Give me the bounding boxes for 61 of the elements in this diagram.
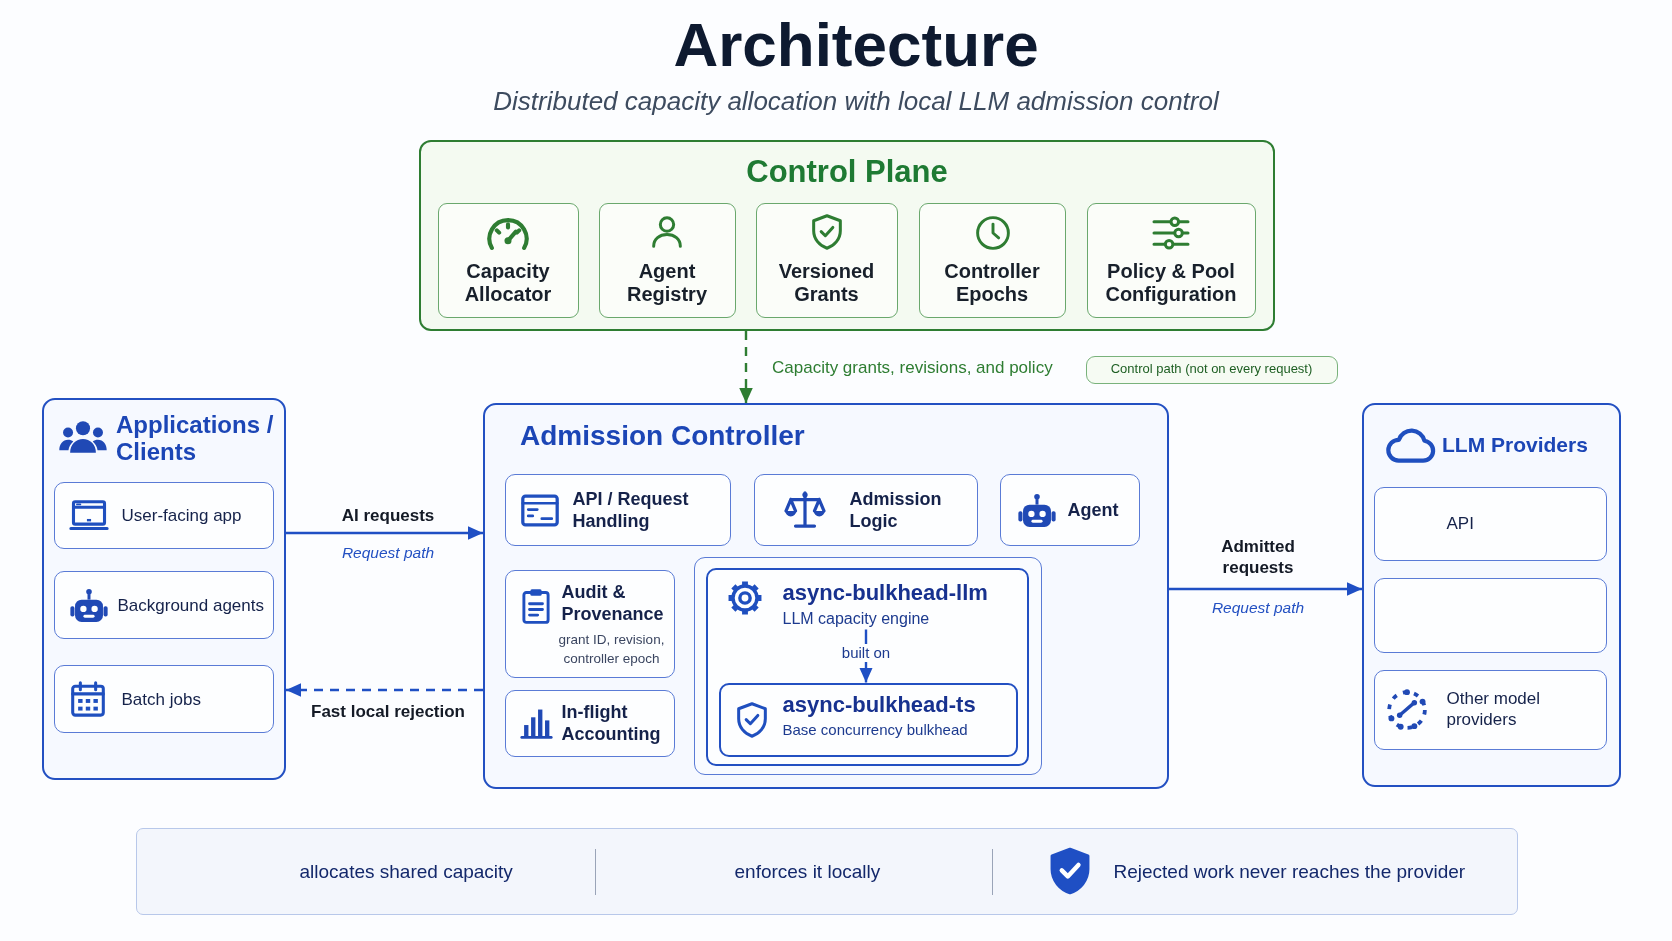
component-label: Controller Epochs [943, 259, 1041, 306]
component-card [54, 665, 274, 733]
summary-band [136, 828, 1518, 915]
component-card [505, 570, 675, 678]
summary-text: Rejected work never reaches the provider [1113, 859, 1466, 883]
note-pill [1086, 356, 1338, 384]
component-label: Background agents [117, 594, 264, 616]
component-card [919, 203, 1066, 318]
dashed-arrow [286, 683, 483, 697]
path-label: Request path [1211, 598, 1305, 617]
module-name: async-bulkhead-ts [782, 691, 976, 718]
module-description: LLM capacity engine [782, 608, 930, 629]
component-label: Other model providers [1446, 687, 1542, 730]
module-name: async-bulkhead-llm [782, 579, 988, 606]
panel-title: LLM Providers [1442, 432, 1588, 458]
component-card [1087, 203, 1256, 318]
component-label: Admission Logic [849, 487, 943, 532]
component-label: Versioned Grants [777, 259, 876, 306]
panel [42, 398, 286, 780]
component-card [54, 482, 274, 549]
title: Architecture [673, 10, 1039, 80]
component-card [54, 571, 274, 639]
path-label: Request path [341, 543, 435, 562]
component-card [1374, 578, 1607, 653]
component-label: User-facing app [121, 504, 242, 526]
dashed-arrow [739, 331, 753, 403]
component-label: Batch jobs [121, 688, 201, 710]
detail-text: grant ID, revision, controller epoch [557, 630, 666, 668]
component-card [599, 203, 736, 318]
summary-text: enforces it locally [734, 859, 881, 883]
panel [483, 403, 1169, 789]
component-label: Agent [1067, 498, 1119, 521]
panel-title: Control Plane [746, 154, 948, 190]
component-card [438, 203, 579, 318]
component-label: API [1446, 512, 1474, 534]
component-card [754, 474, 978, 546]
summary-text: allocates shared capacity [299, 859, 513, 883]
component-label: In-flight Accounting [561, 700, 662, 745]
component-label: API / Request Handling [572, 487, 690, 532]
component-card [505, 474, 731, 546]
component-label: Audit & Provenance [561, 580, 665, 625]
panel [1362, 403, 1621, 787]
component-card [1374, 670, 1607, 750]
group-frame [694, 557, 1042, 775]
arrow [1169, 582, 1362, 596]
subtitle: Distributed capacity allocation with local LLM admission control [493, 86, 1219, 116]
panel-title: Applications / Clients [116, 411, 275, 465]
component-card [756, 203, 898, 318]
panel [419, 140, 1275, 331]
component-card [1374, 487, 1607, 561]
module-card [718, 682, 1018, 757]
arrow [286, 526, 483, 540]
panel-title: Admission Controller [520, 420, 805, 452]
component-label: Capacity Allocator [463, 259, 553, 306]
module-card [705, 567, 1029, 766]
module-description: Base concurrency bulkhead [782, 719, 968, 739]
component-card [1000, 474, 1140, 546]
component-card [505, 690, 675, 757]
component-label: Policy & Pool Configuration [1104, 259, 1238, 306]
component-label: Agent Registry [626, 259, 708, 306]
note-text: Control path (not on every request) [1110, 359, 1313, 378]
